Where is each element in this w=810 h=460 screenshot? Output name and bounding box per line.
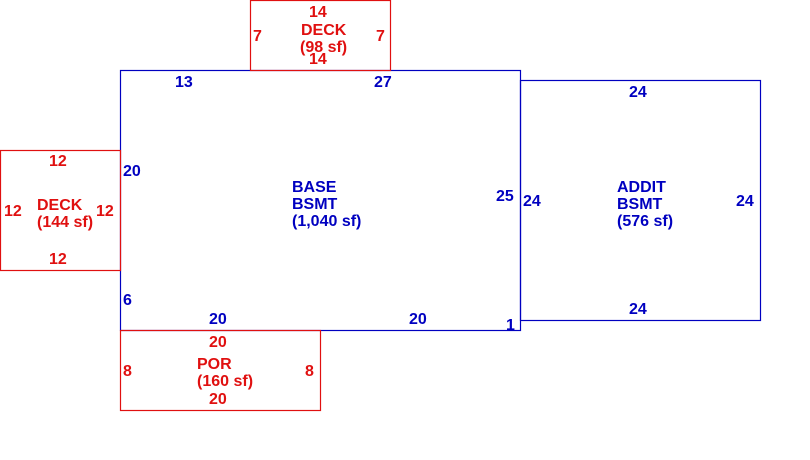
deck-top-name: DECK: [301, 22, 347, 39]
base-dim-bottom-corner: 1: [506, 317, 515, 334]
base-bsmt-name-line2: BSMT: [292, 196, 338, 213]
deck-left-dim-right: 12: [96, 203, 114, 220]
porch-dim-right: 8: [305, 363, 314, 380]
deck-top-dim-right: 7: [376, 28, 385, 45]
deck-left-area: (144 sf): [37, 214, 93, 231]
addit-bsmt-outline: [519, 79, 762, 322]
deck-left-outline: [0, 149, 122, 272]
deck-top-dim-left: 7: [253, 28, 262, 45]
addit-dim-bottom: 24: [629, 301, 647, 318]
base-dim-left-lower: 6: [123, 292, 132, 309]
porch-name: POR: [197, 356, 232, 373]
deck-top-dim-bottom: 14: [309, 51, 327, 68]
addit-bsmt-name-line2: BSMT: [617, 196, 663, 213]
base-dim-left-upper: 20: [123, 163, 141, 180]
deck-left-dim-bottom: 12: [49, 251, 67, 268]
base-dim-bottom-left: 20: [209, 311, 227, 328]
deck-top-outline: [249, 0, 392, 72]
addit-bsmt-area: (576 sf): [617, 213, 673, 230]
base-bsmt-name-line1: BASE: [292, 179, 337, 196]
porch-dim-left: 8: [123, 363, 132, 380]
deck-top-area: (98 sf): [300, 39, 347, 56]
addit-dim-right: 24: [736, 193, 754, 210]
porch-area: (160 sf): [197, 373, 253, 390]
addit-bsmt-name-line1: ADDIT: [617, 179, 666, 196]
porch-dim-top: 20: [209, 334, 227, 351]
porch-dim-bottom: 20: [209, 391, 227, 408]
base-bsmt-area: (1,040 sf): [292, 213, 361, 230]
addit-dim-top: 24: [629, 84, 647, 101]
deck-top-dim-top: 14: [309, 4, 327, 21]
addit-dim-left: 24: [523, 193, 541, 210]
base-dim-bottom-right: 20: [409, 311, 427, 328]
base-dim-right: 25: [496, 188, 514, 205]
deck-left-name: DECK: [37, 197, 83, 214]
base-dim-top-left: 13: [175, 74, 193, 91]
base-dim-top-right: 27: [374, 74, 392, 91]
porch-outline: [119, 329, 322, 412]
deck-left-dim-left: 12: [4, 203, 22, 220]
deck-left-dim-top: 12: [49, 153, 67, 170]
